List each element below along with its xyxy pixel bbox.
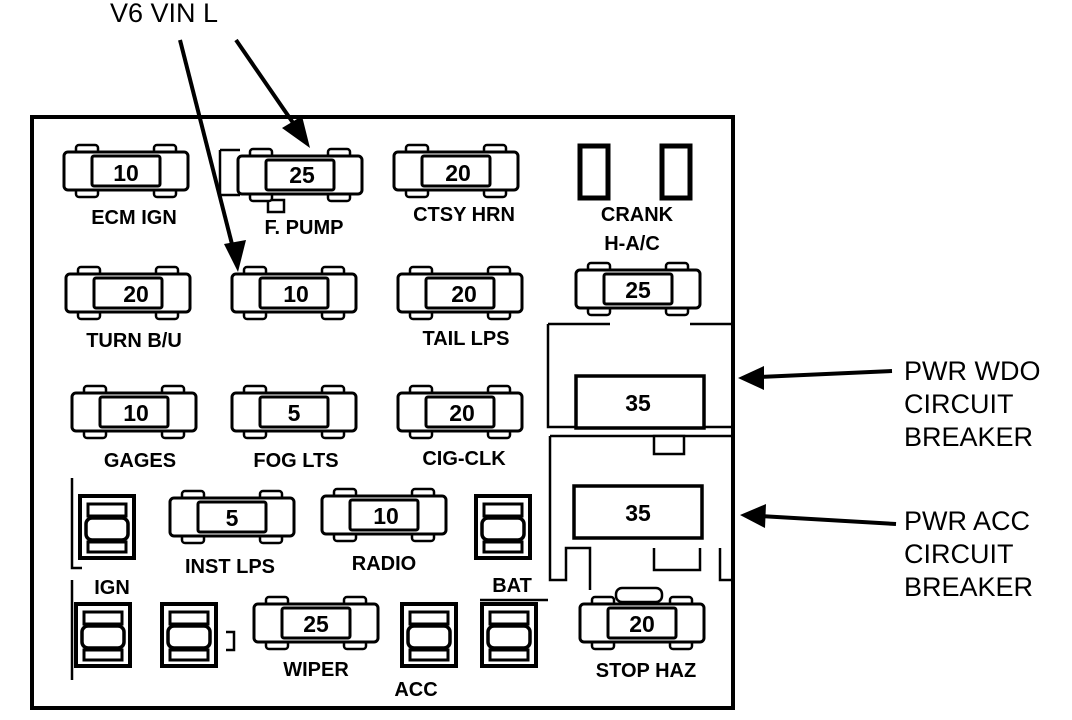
label-ign: IGN (94, 577, 130, 599)
svg-text:CRANK: CRANK (601, 204, 674, 226)
relay-mid-lower (160, 602, 236, 668)
svg-text:ACC: ACC (394, 679, 437, 701)
fuse-gages: 10 GAGES (70, 384, 198, 472)
v6-arrow-2 (178, 39, 246, 272)
svg-text:WIPER: WIPER (283, 659, 349, 681)
fuse-stop-haz: 20 STOP HAZ (578, 586, 706, 682)
svg-text:H-A/C: H-A/C (604, 233, 660, 255)
v6-arrow-1 (234, 38, 310, 148)
relay-ign-upper (70, 478, 136, 570)
pwr-wdo-callout: PWR WDO CIRCUIT BREAKER (738, 356, 1040, 452)
svg-text:10: 10 (113, 160, 139, 186)
svg-text:CIG-CLK: CIG-CLK (422, 448, 506, 470)
svg-text:35: 35 (625, 390, 651, 416)
svg-text:RADIO: RADIO (352, 553, 416, 575)
svg-text:25: 25 (303, 611, 329, 637)
svg-text:10: 10 (283, 281, 309, 307)
svg-text:F. PUMP: F. PUMP (265, 217, 344, 239)
breaker-pwr-acc: 35 (548, 434, 735, 590)
svg-text:35: 35 (625, 500, 651, 526)
relay-acc: ACC (394, 602, 458, 701)
crank-relay-slots: CRANK (577, 143, 693, 226)
fuse-h-ac: H-A/C 25 (574, 233, 702, 317)
svg-text:5: 5 (226, 505, 239, 531)
fuse-ecm-ign: 10 ECM IGN (62, 143, 190, 229)
svg-text:GAGES: GAGES (104, 450, 176, 472)
relay-bat-lower (480, 598, 548, 668)
svg-text:CTSY HRN: CTSY HRN (413, 204, 515, 226)
svg-text:25: 25 (625, 277, 651, 303)
svg-text:STOP HAZ: STOP HAZ (596, 660, 696, 682)
relay-ign-lower (70, 580, 132, 680)
svg-text:20: 20 (449, 400, 475, 426)
v6-vin-callout: V6 VIN L (110, 0, 218, 28)
pwr-acc-callout: PWR ACC CIRCUIT BREAKER (740, 504, 1033, 602)
fuse-wiper: 25 WIPER (252, 595, 380, 681)
svg-text:ECM IGN: ECM IGN (91, 207, 177, 229)
fuse-tail-lps: 20 TAIL LPS (396, 265, 524, 350)
fuse-turn-bu: 20 TURN B/U (64, 265, 192, 352)
fuse-inst-lps: 5 INST LPS (168, 489, 296, 578)
svg-text:20: 20 (445, 160, 471, 186)
fuse-ctsy-hrn: 20 CTSY HRN (392, 143, 520, 226)
svg-text:25: 25 (289, 162, 315, 188)
svg-text:PWR ACC: PWR ACC (904, 506, 1030, 536)
label-bat: BAT (492, 575, 532, 597)
svg-text:20: 20 (451, 281, 477, 307)
svg-text:5: 5 (288, 400, 301, 426)
fuse-f-pump: 25 F. PUMP (218, 147, 364, 239)
svg-text:CIRCUIT: CIRCUIT (904, 539, 1014, 569)
fuse-block-outline (30, 115, 735, 710)
svg-text:TAIL LPS: TAIL LPS (422, 328, 509, 350)
svg-text:20: 20 (629, 611, 655, 637)
svg-text:20: 20 (123, 281, 149, 307)
fuse-cig-clk: 20 CIG-CLK (396, 384, 524, 470)
svg-text:10: 10 (373, 503, 399, 529)
svg-text:PWR WDO: PWR WDO (904, 356, 1040, 386)
svg-text:INST LPS: INST LPS (185, 556, 275, 578)
fuse-v6-10: 10 (230, 265, 358, 321)
svg-text:BREAKER: BREAKER (904, 572, 1033, 602)
svg-text:TURN B/U: TURN B/U (86, 330, 182, 352)
svg-text:BREAKER: BREAKER (904, 422, 1033, 452)
svg-text:FOG LTS: FOG LTS (253, 450, 338, 472)
fuse-fog-lts: 5 FOG LTS (230, 384, 358, 472)
fuse-radio: 10 RADIO (320, 487, 448, 575)
svg-text:10: 10 (123, 400, 149, 426)
svg-text:CIRCUIT: CIRCUIT (904, 389, 1014, 419)
relay-bat-upper (474, 494, 532, 560)
breaker-pwr-wdo: 35 (546, 322, 735, 430)
